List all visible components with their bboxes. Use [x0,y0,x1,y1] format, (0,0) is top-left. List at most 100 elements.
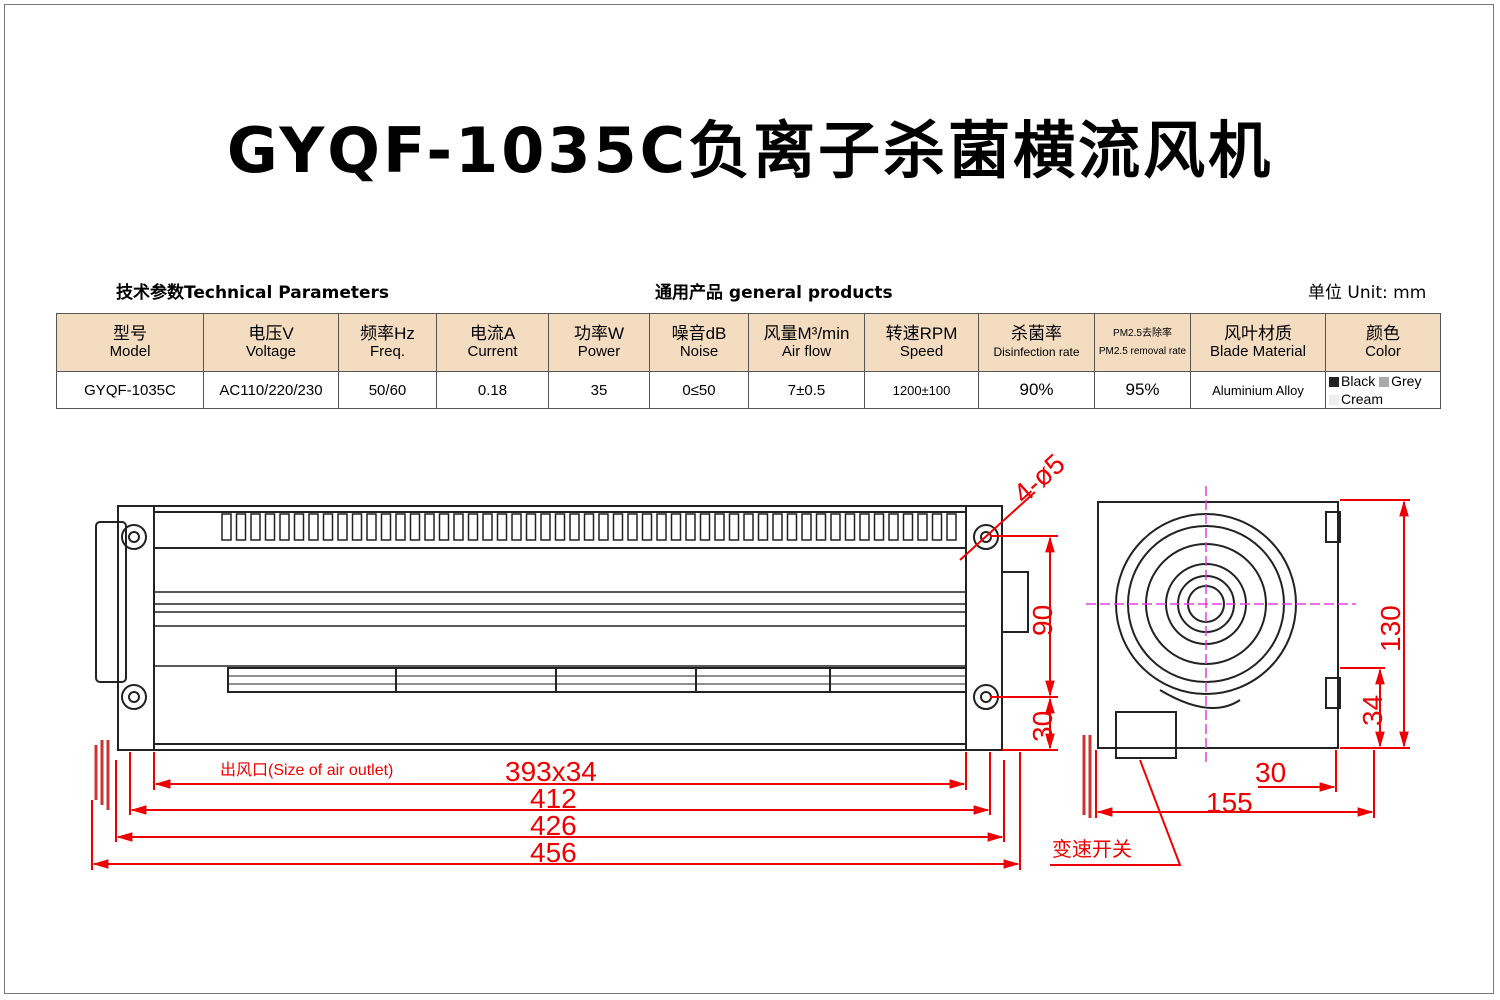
side-155-label: 155 [1206,787,1253,818]
vent-slot [322,513,334,541]
vent-slot [395,513,406,541]
vent-slot [525,513,537,541]
color-black: Black [1329,373,1375,389]
vent-slot [235,513,247,541]
vent-slot [931,513,943,541]
vent-slot [482,513,493,541]
side-30-label: 30 [1255,757,1286,788]
vent-slot [946,513,957,541]
vent-slot [409,513,421,541]
vent-slot [221,513,232,541]
vent-slot [743,513,754,541]
vent-slot [801,513,812,541]
vent-slot [728,513,740,541]
page-border [4,4,1494,994]
grey-swatch-icon [1379,377,1390,388]
vent-slot [264,513,276,541]
cell-current: 0.18 [436,371,549,409]
vent-slot [351,513,363,541]
cell-power: 35 [548,371,650,409]
cell-airflow: 7±0.5 [748,371,865,409]
front-view [95,505,1029,751]
power-cable [94,740,110,810]
vent-slot [888,513,899,541]
vent-slot [815,513,827,541]
vent-slot [627,513,638,541]
vent-slot [540,513,551,541]
front-dimensions [91,491,1058,870]
side-34-label: 34 [1357,695,1388,726]
front-vent-slots [221,513,957,541]
vent-slot [786,513,798,541]
width-426-label: 426 [530,810,577,841]
vent-slot [380,513,392,541]
vent-slot [917,513,928,541]
outlet-size-label: 393x34 [505,756,597,787]
vent-slot [453,513,464,541]
cell-model: GYQF-1035C [56,371,204,409]
mounting-holes [121,524,999,710]
cell-speed: 1200±100 [864,371,979,409]
vent-slot [279,513,290,541]
cell-disinfection: 90% [978,371,1095,409]
side-cable [1082,735,1092,818]
general-products-heading: 通用产品 general products [655,283,893,303]
vent-slot [670,513,682,541]
vent-slot [438,513,450,541]
vent-slot [511,513,522,541]
side-dimensions [1050,499,1410,866]
vent-slot [685,513,696,541]
vent-slot [830,513,841,541]
vent-slot [656,513,667,541]
vent-slot [757,513,769,541]
vent-slot [366,513,377,541]
height-30-label: 30 [1027,711,1058,742]
width-456-label: 456 [530,837,577,868]
vent-slot [902,513,914,541]
vent-slot [598,513,609,541]
vent-slot [424,513,435,541]
black-swatch-icon [1329,377,1339,388]
vent-slot [250,513,261,541]
vent-slot [714,513,725,541]
speed-switch-label: 变速开关 [1052,838,1132,861]
outlet-label: 出风口(Size of air outlet) [220,761,393,779]
color-grey: Grey [1379,373,1421,389]
table-row: GYQF-1035C AC110/220/230 50/60 0.18 35 0… [56,371,1441,409]
page-title: GYQF-1035C负离子杀菌横流风机 [226,114,1274,187]
holes-label: 4-ø5 [1007,448,1071,510]
vent-slot [337,513,348,541]
side-center-lines [1086,486,1356,762]
cell-voltage: AC110/220/230 [203,371,339,409]
vent-slot [699,513,711,541]
vent-slot [496,513,508,541]
vent-slot [583,513,595,541]
vent-slot [308,513,319,541]
vent-slot [859,513,870,541]
cream-swatch-icon [1329,395,1339,406]
cell-noise: 0≤50 [649,371,749,409]
vent-slot [569,513,580,541]
cell-material: Aluminium Alloy [1190,371,1326,409]
color-cream: Cream [1329,391,1383,407]
vent-slot [554,513,566,541]
vent-slot [612,513,624,541]
vent-slot [844,513,856,541]
cell-color: Black Grey Cream [1325,371,1441,409]
unit-label: 单位 Unit: mm [1308,283,1427,303]
